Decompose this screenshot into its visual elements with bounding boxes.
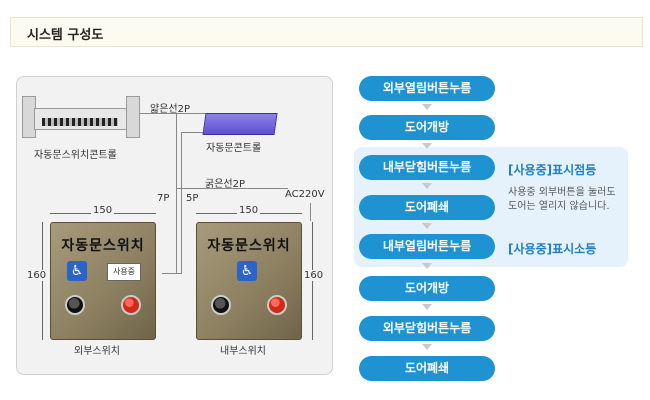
down-arrow-icon <box>422 104 432 110</box>
key-switch-icon <box>211 295 231 315</box>
wire-7p-label: 7P <box>157 193 170 204</box>
status-on-text: [사용중]표시점등 <box>508 163 597 177</box>
height-label-left: 160 <box>27 270 47 281</box>
wheelchair-icon: ♿ <box>67 261 87 281</box>
flow-step: 도어폐쇄 <box>359 195 495 220</box>
door-control-label: 자동문콘트롤 <box>206 143 262 154</box>
down-arrow-icon <box>422 263 432 269</box>
in-use-indicator: 사용중 <box>107 263 141 281</box>
width-label-left: 150 <box>91 205 115 216</box>
plate-title: 자동문스위치 <box>207 238 291 254</box>
wire-7p <box>176 113 177 273</box>
height-dim-right <box>312 222 313 340</box>
controller-bracket-right <box>126 96 140 138</box>
in-use-note: 사용중 외부버튼을 눌러도 도어는 열리지 않습니다. <box>508 187 616 212</box>
red-push-button <box>267 295 287 315</box>
height-label-right: 160 <box>304 270 324 281</box>
ac-wire <box>310 203 311 221</box>
status-off-text: [사용중]표시소등 <box>508 242 597 256</box>
flow-step: 내부닫힘버튼누름 <box>359 155 495 180</box>
page-title: 시스템 구성도 <box>27 28 104 43</box>
flow-step: 외부닫힘버튼누름 <box>359 316 495 341</box>
wire-5p <box>181 132 182 273</box>
thick-wire <box>176 188 288 189</box>
wire-5p-top <box>181 132 205 133</box>
wire-5p-label: 5P <box>186 193 199 204</box>
flow-step: 도어개방 <box>359 276 495 301</box>
flow-step: 도어폐쇄 <box>359 356 495 381</box>
flow-step: 외부열림버튼누름 <box>359 76 495 101</box>
outer-switch-plate: 자동문스위치 ♿ 사용중 <box>50 222 156 340</box>
height-dim-left <box>42 222 43 340</box>
down-arrow-icon <box>422 344 432 350</box>
inner-switch-label: 내부스위치 <box>220 346 266 357</box>
down-arrow-icon <box>422 183 432 189</box>
inner-switch-plate: 자동문스위치 ♿ <box>196 222 302 340</box>
thin-wire-label: 얇은선2P <box>150 104 190 115</box>
wire-to-outer <box>162 273 182 274</box>
flow-step: 내부열림버튼누름 <box>359 234 495 259</box>
plate-title: 자동문스위치 <box>61 238 145 254</box>
down-arrow-icon <box>422 223 432 229</box>
thick-wire-label: 굵은선2P <box>205 179 245 190</box>
ac-power-label: AC220V <box>285 189 325 200</box>
terminal-strip <box>42 118 118 126</box>
controller-label: 자동문스위치콘트롤 <box>34 150 117 161</box>
down-arrow-icon <box>422 143 432 149</box>
width-label-right: 150 <box>237 205 261 216</box>
section-header: 시스템 구성도 <box>10 17 643 47</box>
down-arrow-icon <box>422 304 432 310</box>
outer-switch-label: 외부스위치 <box>74 346 120 357</box>
key-switch-icon <box>65 295 85 315</box>
switch-controller <box>22 96 140 140</box>
door-control-module <box>202 113 278 135</box>
red-push-button <box>121 295 141 315</box>
flow-step: 도어개방 <box>359 115 495 140</box>
wheelchair-icon: ♿ <box>237 261 257 281</box>
thin-wire <box>140 113 206 114</box>
